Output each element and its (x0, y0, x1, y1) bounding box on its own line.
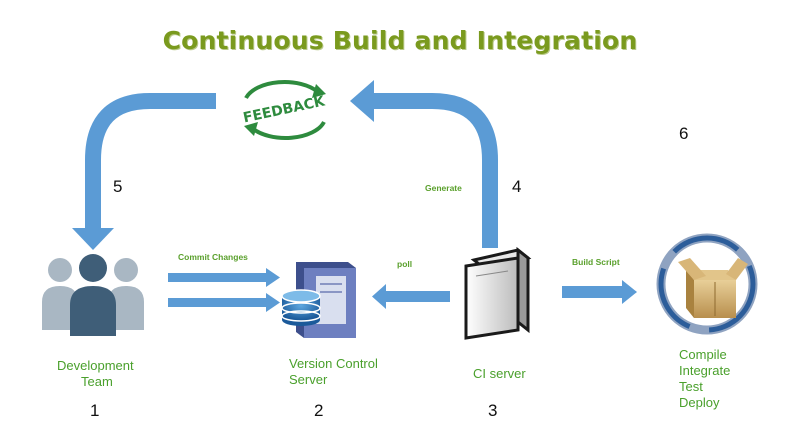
feedback-logo: FEEDBACK (242, 80, 328, 140)
deploy-steps-label: Compile Integrate Test Deploy (679, 347, 730, 411)
step-number-6: 6 (679, 124, 689, 143)
commit-arrows (168, 268, 280, 312)
step-number-4: 4 (512, 177, 522, 196)
vcs-label: Version Control Server (289, 356, 378, 388)
deploy-step-integrate: Integrate (679, 363, 731, 378)
feedback-arrow-left (72, 93, 216, 250)
team-label-line-2: Team (81, 374, 113, 389)
feedback-label: FEEDBACK (242, 93, 328, 126)
generate-label: Generate (425, 183, 462, 193)
step-number-3: 3 (488, 401, 498, 420)
deploy-step-test: Test (679, 379, 703, 394)
poll-arrow (372, 284, 450, 309)
poll-label: poll (397, 259, 413, 269)
vcs-label-line-1: Version Control (289, 356, 378, 371)
ci-label: CI server (473, 366, 526, 381)
commit-label: Commit Changes (178, 252, 248, 262)
ci-server-icon (464, 246, 532, 340)
deploy-step-compile: Compile (679, 347, 727, 362)
step-number-1: 1 (90, 401, 100, 420)
deploy-step-deploy: Deploy (679, 395, 720, 410)
step-number-5: 5 (113, 177, 123, 196)
vcs-label-line-2: Server (289, 372, 328, 387)
vcs-server-icon (281, 262, 356, 338)
build-script-label: Build Script (572, 257, 620, 267)
step-number-2: 2 (314, 401, 324, 420)
build-script-arrow (562, 280, 637, 304)
diagram-title: Continuous Build and Integration (162, 26, 638, 55)
deploy-box-icon (656, 233, 758, 335)
team-label: Development Team (57, 358, 134, 390)
feedback-arrow-right (350, 80, 498, 248)
team-label-line-1: Development (57, 358, 134, 373)
team-icon (42, 254, 144, 336)
